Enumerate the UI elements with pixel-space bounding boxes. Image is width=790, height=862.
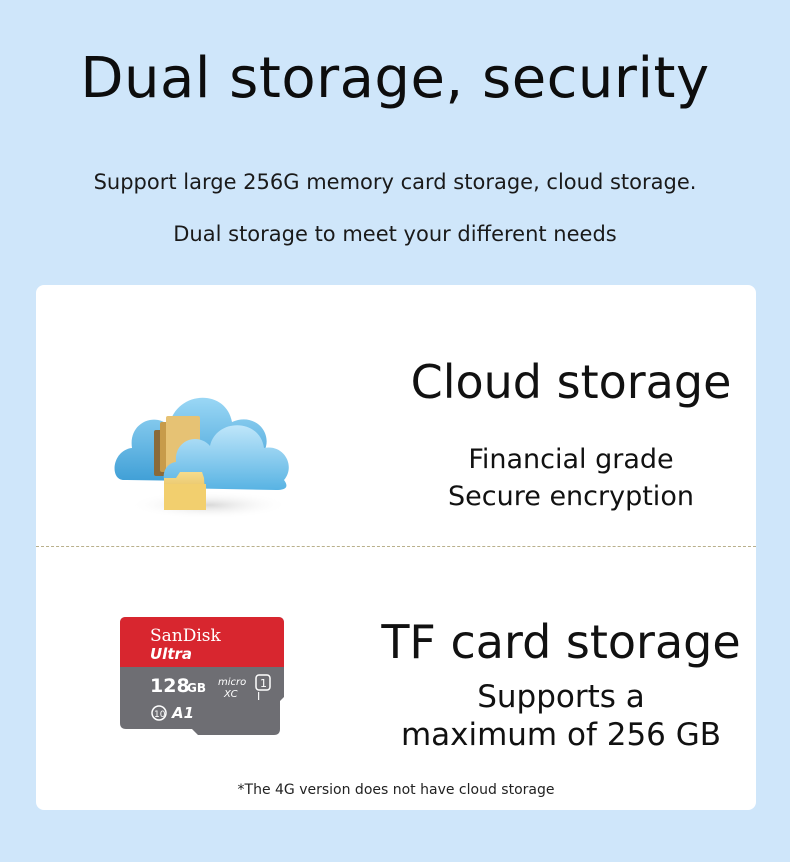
tf-desc-line-2: maximum of 256 GB [400, 717, 722, 753]
footnote: *The 4G version does not have cloud stor… [237, 782, 555, 798]
svg-text:10: 10 [154, 710, 166, 720]
svg-text:1: 1 [260, 677, 267, 690]
subtitle-line-1: Support large 256G memory card storage, … [93, 170, 697, 194]
subtitle-line-2: Dual storage to meet your different need… [173, 222, 617, 246]
cloud-storage-description: Financial grade Secure encryption [376, 441, 766, 515]
sd-brand-text: SanDisk [150, 626, 222, 646]
tf-card-storage-title: TF card storage [381, 615, 741, 669]
sd-micro-logo: micro [218, 677, 246, 688]
page-title: Dual storage, security [80, 46, 710, 111]
tf-desc-line-1: Supports a [477, 679, 645, 715]
cloud-storage-title: Cloud storage [410, 355, 732, 409]
tf-card-storage-description: Supports a maximum of 256 GB [366, 678, 756, 754]
sd-capacity-unit: GB [187, 681, 206, 695]
svg-text:XC: XC [223, 689, 238, 700]
cloud-folders-icon [114, 360, 294, 520]
sd-capacity-text: 128 [150, 675, 190, 697]
sd-class-text: A1 [171, 704, 194, 722]
section-divider [36, 546, 756, 547]
cloud-desc-line-2: Secure encryption [448, 481, 694, 512]
storage-card: Cloud storage Financial grade Secure enc… [36, 285, 756, 810]
microsd-card-icon: SanDisk Ultra 128 GB micro XC 1 I 10 A1 [120, 617, 284, 735]
sd-model-text: Ultra [150, 645, 192, 663]
cloud-desc-line-1: Financial grade [468, 444, 674, 475]
svg-text:I: I [257, 690, 260, 703]
